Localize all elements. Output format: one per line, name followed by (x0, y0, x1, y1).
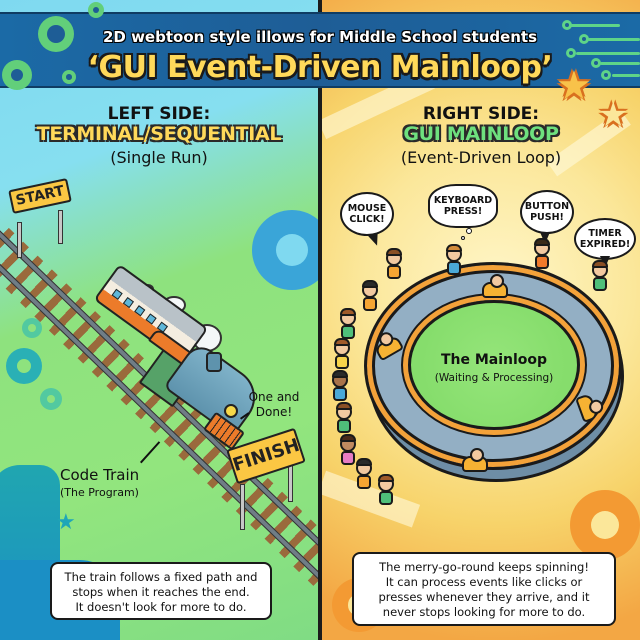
right-side-label: RIGHT SIDE: (422, 104, 540, 124)
bubble-line: KEYBOARD (433, 195, 493, 206)
caption-line: It doesn't look for more to do. (75, 600, 247, 614)
bubble-line: TIMER (588, 228, 622, 239)
star-icon: ★ (598, 95, 629, 135)
header-banner: 2D webtoon style illows for Middle Schoo… (0, 12, 640, 88)
bubble-line: PUSH! (530, 212, 564, 223)
bubble-line: MOUSE (347, 203, 387, 214)
train-sublabel: (The Program) (60, 486, 139, 499)
car-icon (482, 274, 508, 298)
kid (386, 248, 402, 279)
bubble-line: CLICK! (349, 214, 385, 225)
left-side-label: LEFT SIDE: (107, 104, 211, 124)
merry-go-round-center (408, 300, 580, 430)
panel-divider (318, 0, 322, 640)
caption-line: presses whenever they arrive, and it (378, 590, 590, 604)
kid (378, 474, 394, 505)
kid (340, 308, 356, 339)
gear-icon (557, 477, 640, 573)
left-side-sub: (Single Run) (110, 148, 208, 167)
gear-icon (237, 195, 318, 305)
caption-line: The merry-go-round keeps spinning! (379, 560, 589, 574)
finish-sign-post (288, 462, 293, 502)
gear-icon (59, 67, 79, 87)
mainloop-subtitle: (Waiting & Processing) (434, 372, 554, 384)
gear-icon (0, 54, 38, 96)
right-side-name: GUI MAINLOOP (403, 123, 559, 145)
caption-line: never stops looking for more to do. (382, 605, 586, 619)
finish-sign-post (240, 484, 245, 530)
kid (340, 434, 356, 465)
one-and-done-line: Done! (255, 405, 293, 419)
left-side-name: TERMINAL/SEQUENTIAL (36, 123, 282, 145)
star-icon: ★ (556, 63, 592, 109)
right-caption: The merry-go-round keeps spinning! It ca… (352, 552, 616, 626)
start-sign-post (17, 222, 22, 258)
kid (334, 338, 350, 369)
kid (332, 370, 348, 401)
thought-dot (461, 236, 465, 240)
gear-icon (85, 0, 107, 21)
bubble-line: PRESS! (443, 206, 483, 217)
gear-icon (36, 384, 66, 414)
start-sign: START (8, 178, 72, 214)
kid (362, 280, 378, 311)
bubble-line: EXPIRED! (579, 239, 631, 250)
mainloop-title: The Mainloop (440, 352, 548, 368)
kid (592, 260, 608, 291)
right-side-sub: (Event-Driven Loop) (400, 148, 562, 167)
gear-icon (31, 9, 81, 59)
kid (446, 244, 462, 275)
gear-icon (0, 341, 49, 391)
left-caption: The train follows a fixed path and stops… (50, 562, 272, 620)
start-sign-post (58, 210, 63, 244)
kid (356, 458, 372, 489)
star-icon: ★ (56, 510, 76, 535)
caption-line: The train follows a fixed path and (64, 570, 258, 584)
caption-line: It can process events like clicks or (385, 575, 583, 589)
pointer-line (140, 441, 161, 464)
header-subtitle: 2D webtoon style illows for Middle Schoo… (102, 28, 538, 46)
train-smokestack (206, 352, 222, 372)
kid (534, 238, 550, 269)
caption-line: stops when it reaches the end. (72, 585, 250, 599)
train-headlight (224, 404, 238, 418)
one-and-done-label: One and Done! (243, 390, 305, 420)
car-icon (462, 448, 488, 472)
one-and-done-line: One and (248, 390, 300, 404)
kid (336, 402, 352, 433)
left-panel: ★ START FINISH One and Done! Code Train … (0, 0, 318, 640)
train-label: Code Train (60, 466, 140, 484)
header-title: ‘GUI Event-Driven Mainloop’ (87, 50, 553, 85)
thought-dot (466, 228, 472, 234)
bubble-line: BUTTON (524, 201, 570, 212)
